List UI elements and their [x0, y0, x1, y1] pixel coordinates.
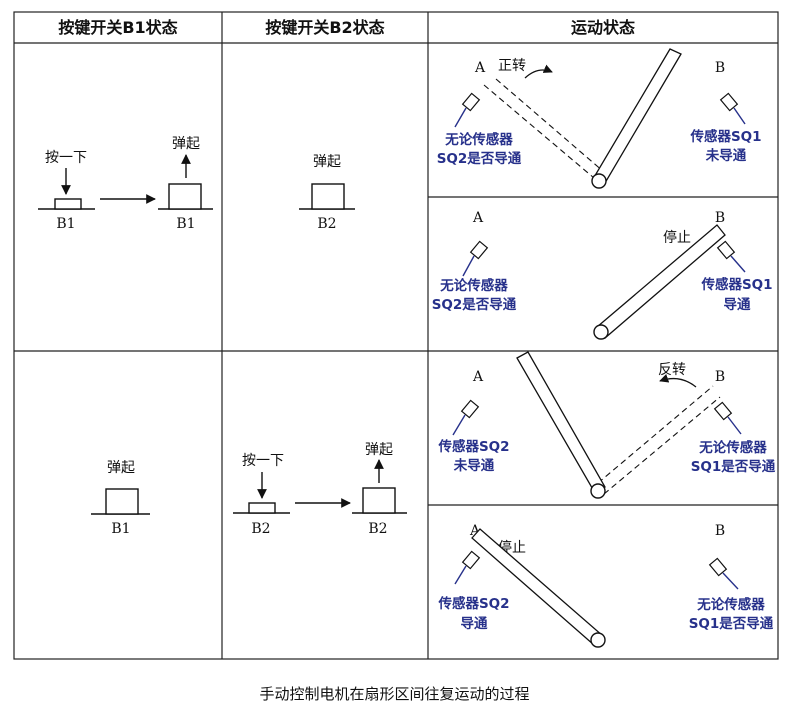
sensor-sq1-label-1: 传感器SQ1	[700, 276, 772, 293]
position-b-label: B	[715, 210, 725, 226]
sensor-sq2-label-2: 未导通	[454, 457, 495, 474]
arm-current	[516, 351, 606, 499]
position-b-label: B	[715, 60, 725, 76]
row1-b2-cell: 弹起 B2	[299, 154, 355, 232]
release-label: 弹起	[365, 442, 393, 458]
sensor-sq1-label-1: 无论传感器	[698, 439, 767, 456]
button-name-label: B2	[317, 216, 336, 232]
header-b2: 按键开关B2状态	[265, 18, 384, 37]
row1-b1-cell: 按一下 B1 弹起 B1	[38, 136, 213, 232]
row2-b2-cell: 按一下 B2 弹起 B2	[233, 442, 407, 537]
press-label: 按一下	[242, 453, 284, 469]
sensor-sq1-label-2: SQ1是否导通	[691, 459, 776, 475]
position-a-label: A	[474, 60, 486, 76]
sensor-sq2-icon	[452, 399, 480, 436]
sensor-sq1-label-1: 无论传感器	[696, 596, 765, 613]
row2-b1-cell: 弹起 B1	[91, 460, 150, 537]
forward-label: 正转	[498, 58, 526, 74]
button-released-shape	[158, 183, 213, 210]
row1-motion-forward: A B 正转 无论传感器 SQ2是否导通 传感器SQ1 未导通	[437, 48, 762, 189]
sensor-sq2-label-2: SQ2是否导通	[432, 297, 517, 313]
sensor-sq2-label-1: 传感器SQ2	[437, 438, 509, 455]
button-name-label: B1	[56, 216, 75, 232]
arm-current	[471, 528, 606, 648]
button-name-label: B1	[176, 216, 195, 232]
button-released-shape	[352, 487, 407, 514]
row1-motion-stop: A B 停止 无论传感器 SQ2是否导通 传感器SQ1 导通	[432, 210, 773, 340]
arm-previous-dashed	[597, 385, 721, 495]
sensor-sq1-label-2: 未导通	[706, 147, 747, 164]
button-name-label: B2	[251, 521, 270, 537]
position-b-label: B	[715, 369, 725, 385]
sensor-sq1-label-2: 导通	[724, 297, 752, 313]
reverse-arrow	[659, 374, 697, 388]
row2-motion-stop: A B 停止 传感器SQ2 导通 无论传感器 SQ1是否导通	[437, 523, 774, 648]
release-label: 弹起	[107, 460, 135, 476]
button-name-label: B1	[111, 521, 130, 537]
sensor-sq1-label-2: SQ1是否导通	[689, 616, 774, 632]
sensor-sq1-icon	[713, 401, 742, 435]
arm-current	[591, 48, 682, 189]
position-a-label: A	[472, 369, 484, 385]
figure-caption: 手动控制电机在扇形区间往复运动的过程	[259, 685, 530, 703]
button-pressed-shape	[38, 198, 95, 210]
table-grid	[13, 11, 779, 660]
button-released-shape	[91, 488, 150, 515]
sensor-sq2-label-1: 无论传感器	[444, 131, 513, 148]
button-pressed-shape	[233, 502, 290, 514]
button-released-shape	[299, 183, 355, 210]
row2-motion-reverse: A B 反转 传感器SQ2 未导通 无论传感器 SQ1是否导通	[437, 351, 776, 499]
release-label: 弹起	[172, 136, 200, 152]
arm-previous-dashed	[483, 78, 605, 179]
release-label: 弹起	[313, 154, 341, 170]
reverse-label: 反转	[658, 362, 686, 378]
sensor-sq2-label-2: 导通	[461, 616, 488, 632]
sensor-sq1-icon	[716, 240, 746, 273]
sensor-sq2-label-2: SQ2是否导通	[437, 151, 522, 167]
sensor-sq1-icon	[708, 557, 739, 590]
button-name-label: B2	[368, 521, 387, 537]
sensor-sq1-label-1: 传感器SQ1	[689, 128, 761, 145]
sensor-sq2-label-1: 无论传感器	[439, 277, 508, 294]
arm-current	[593, 224, 726, 340]
sensor-sq1-icon	[719, 92, 746, 125]
forward-arrow	[524, 64, 553, 79]
press-label: 按一下	[45, 150, 87, 166]
sensor-sq2-icon	[454, 550, 481, 585]
sensor-sq2-icon	[462, 240, 489, 277]
header-motion: 运动状态	[571, 18, 635, 37]
sensor-sq2-icon	[454, 92, 481, 128]
position-b-label: B	[715, 523, 725, 539]
sensor-sq2-label-1: 传感器SQ2	[437, 595, 509, 612]
position-a-label: A	[472, 210, 484, 226]
stop-label: 停止	[663, 229, 691, 246]
header-b1: 按键开关B1状态	[58, 18, 177, 37]
